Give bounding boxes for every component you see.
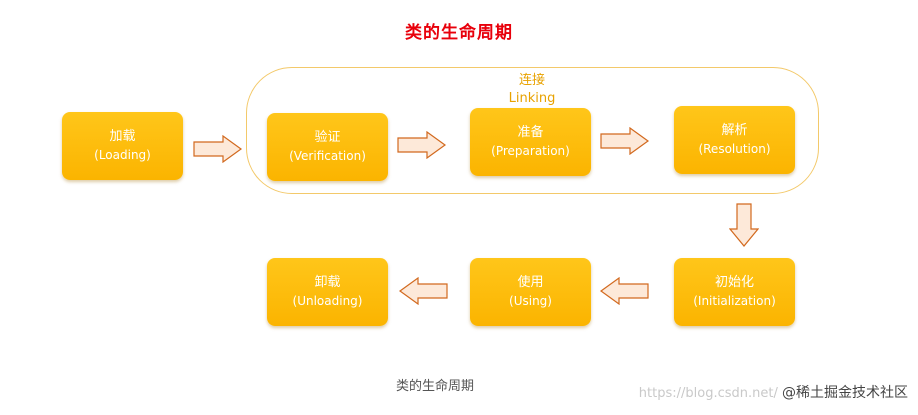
stage-name: 准备 xyxy=(517,125,544,140)
arrow-right-icon xyxy=(397,131,447,159)
stage-unloading: 卸载 (Unloading) xyxy=(267,258,388,326)
arrow-left-icon xyxy=(398,277,448,305)
stage-initialization: 初始化 (Initialization) xyxy=(674,258,795,326)
stage-name-en: (Verification) xyxy=(289,149,366,163)
arrow-right-icon xyxy=(600,127,650,155)
stage-name: 卸载 xyxy=(314,275,341,290)
figure-caption: 类的生命周期 xyxy=(396,379,475,394)
stage-name-en: (Preparation) xyxy=(491,144,570,158)
linking-group-outline xyxy=(246,67,819,194)
stage-name: 解析 xyxy=(721,123,748,138)
stage-loading: 加载 (Loading) xyxy=(62,112,183,180)
stage-name: 加载 xyxy=(109,129,136,144)
stage-name-en: (Loading) xyxy=(94,148,151,162)
watermark-url: https://blog.csdn.net/ xyxy=(638,386,778,401)
stage-preparation: 准备 (Preparation) xyxy=(470,108,591,176)
stage-using: 使用 (Using) xyxy=(470,258,591,326)
watermark-brand: @稀土掘金技术社区 xyxy=(782,385,908,401)
stage-name: 初始化 xyxy=(714,275,754,290)
stage-resolution: 解析 (Resolution) xyxy=(674,106,795,174)
stage-name-en: (Initialization) xyxy=(693,294,776,308)
linking-label-en: Linking xyxy=(508,91,556,106)
arrow-left-icon xyxy=(599,277,649,305)
stage-verification: 验证 (Verification) xyxy=(267,113,388,181)
stage-name-en: (Resolution) xyxy=(698,142,771,156)
linking-label: 连接 xyxy=(518,73,545,88)
arrow-down-icon xyxy=(729,203,759,247)
watermark: https://blog.csdn.net/ @稀土掘金技术社区 xyxy=(639,382,908,402)
stage-name: 使用 xyxy=(517,275,544,290)
stage-name: 验证 xyxy=(314,130,341,145)
diagram-title: 类的生命周期 xyxy=(405,23,513,43)
arrow-right-icon xyxy=(193,135,243,163)
stage-name-en: (Using) xyxy=(509,294,552,308)
stage-name-en: (Unloading) xyxy=(292,294,363,308)
